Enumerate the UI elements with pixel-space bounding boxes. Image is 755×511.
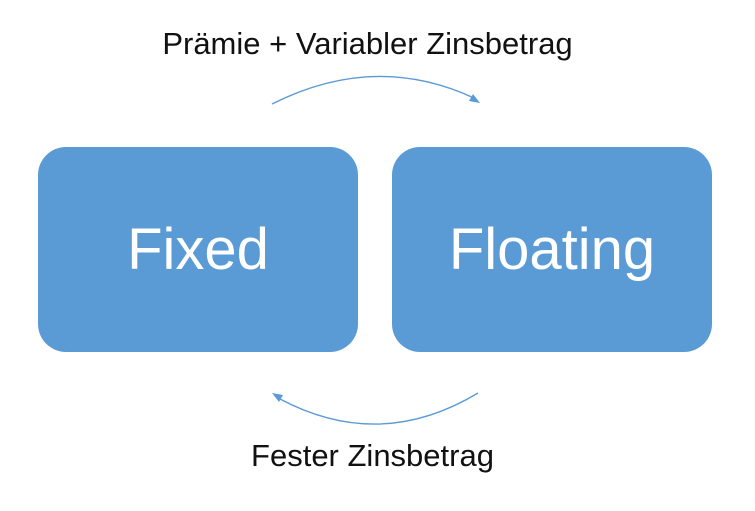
fixed-box-label: Fixed: [127, 217, 269, 282]
floating-box: Floating: [392, 147, 712, 352]
fixed-box: Fixed: [38, 147, 358, 352]
premium-variable-interest-label: Prämie + Variabler Zinsbetrag: [162, 26, 573, 61]
curved-arrow-right-icon: [271, 75, 480, 105]
floating-box-label: Floating: [448, 217, 656, 282]
curved-arrow-left-icon: [272, 392, 479, 425]
fixed-interest-label: Fester Zinsbetrag: [251, 438, 494, 473]
